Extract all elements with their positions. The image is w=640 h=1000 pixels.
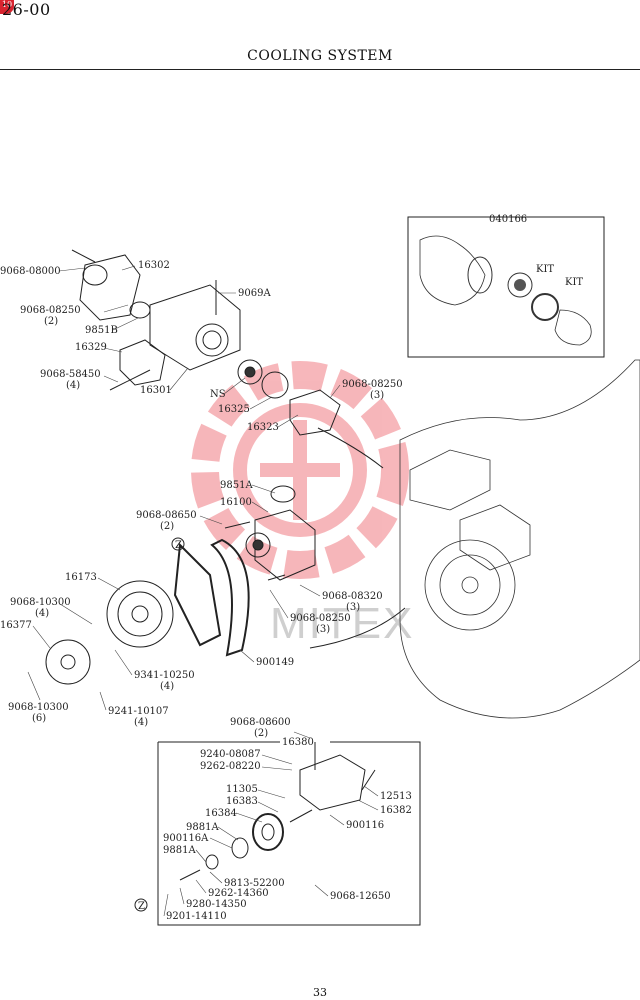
part-label: (4) [160,681,174,692]
part-label: 9068-08650 [136,510,197,521]
part-label: 9068-08000 [0,266,61,277]
part-label: 16384 [205,808,237,819]
part-label: (4) [134,717,148,728]
part-label: (6) [32,713,46,724]
part-label: 16323 [247,422,279,433]
part-label: 9068-08250 [290,613,351,624]
part-label: 900116 [346,820,384,831]
watermark-text: MITEX [270,599,414,648]
part-label: 9813-52200 [224,878,285,889]
part-label: 12513 [380,791,412,802]
part-label: 9068-58450 [40,369,101,380]
page-title: COOLING SYSTEM [247,48,393,64]
part-label: (4) [35,608,49,619]
part-label: 9068-08320 [322,591,383,602]
z-marker-2 [134,898,148,912]
engine-block-outline [399,359,640,719]
page-corner-tab: 10 [0,0,14,14]
title-rule [0,69,640,70]
part-label: 9068-10300 [10,597,71,608]
assembly-arrow-1 [317,427,384,469]
part-label: 900149 [256,657,294,668]
z-marker-1 [171,537,185,551]
section-code: 26-00 [2,0,51,19]
part-label: 9068-08250 [20,305,81,316]
part-label: 9851B [85,325,118,336]
page-number: 33 [313,986,327,999]
part-label: 9068-10300 [8,702,69,713]
kit-inset-box [407,216,605,358]
part-label: (3) [370,390,384,401]
part-label: (2) [44,316,58,327]
part-label: 16325 [218,404,250,415]
part-label: 16383 [226,796,258,807]
part-label: 16173 [65,572,97,583]
part-label: 9341-10250 [134,670,195,681]
part-label: 16100 [220,497,252,508]
part-label: 9068-08250 [342,379,403,390]
part-label: (3) [316,624,330,635]
part-label: 9068-12650 [330,891,391,902]
z-marker-1-label: Z [175,540,182,551]
z-marker-2-label: Z [138,901,145,912]
idler-inset-box [157,741,421,926]
part-label: 9201-14110 [166,911,227,922]
part-label: 9069A [238,288,271,299]
part-label: (2) [254,728,268,739]
kit-label-2: KIT [565,277,583,288]
part-label: (2) [160,521,174,532]
part-label: 9068-08600 [230,717,291,728]
part-label: (3) [346,602,360,613]
part-label: 9262-08220 [200,761,261,772]
part-label: 16301 [140,385,172,396]
part-label: 16382 [380,805,412,816]
part-label: 900116A [163,833,209,844]
part-label: 9881A [186,822,219,833]
kit-label-1: KIT [536,264,554,275]
kit-code-label: 040166 [489,214,527,225]
part-label: 16302 [138,260,170,271]
part-label: 16377 [0,620,32,631]
part-label: 9240-08087 [200,749,261,760]
part-label: (4) [66,380,80,391]
part-label: 9241-10107 [108,706,169,717]
leader-lines [27,265,379,917]
assembly-arrow-2 [309,607,406,649]
part-label: NS [210,389,226,400]
part-label: 16329 [75,342,107,353]
part-label: 16380 [282,737,314,748]
part-label: 11305 [226,784,258,795]
part-label: 9851A [220,480,253,491]
part-label: 9280-14350 [186,899,247,910]
watermark-logo [191,361,409,579]
part-label: 9881A [163,845,196,856]
part-label: 9262-14360 [208,888,269,899]
water-pump-assembly [45,485,316,685]
